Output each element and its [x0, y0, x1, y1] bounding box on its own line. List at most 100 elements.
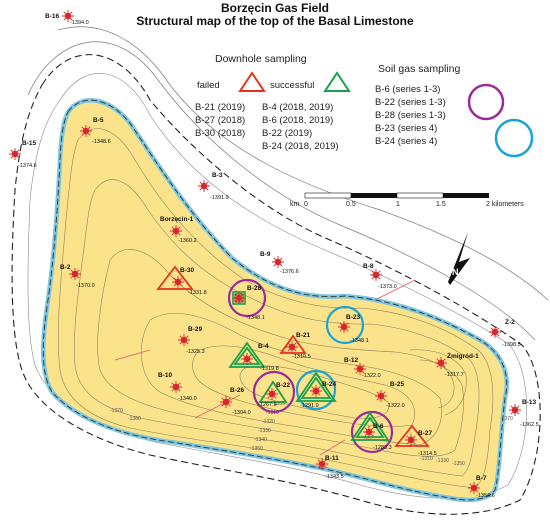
svg-text:B-9: B-9 — [260, 251, 271, 258]
svg-text:-1354.6: -1354.6 — [476, 493, 495, 499]
well-B-26[interactable]: B-26-1304.0 — [219, 387, 251, 416]
legend-successful-label: successful — [270, 80, 314, 91]
well-B-2[interactable]: B-2 -1370.0 — [60, 264, 95, 289]
well-B-22[interactable]: B-22 -1267.9 — [258, 382, 290, 408]
svg-text:N: N — [452, 267, 459, 277]
well-B-27[interactable]: B-27-1314.5 — [404, 430, 437, 457]
well-Borzecin-1[interactable]: Borzęcin-1-1360.2 — [160, 216, 197, 244]
svg-text:1: 1 — [396, 201, 400, 208]
well-Z-2[interactable]: Ż-2-1398.5 — [488, 318, 521, 348]
svg-text:B-10: B-10 — [158, 372, 172, 379]
svg-text:-1370.0: -1370.0 — [76, 283, 95, 289]
svg-text:-1350: -1350 — [250, 446, 263, 452]
failed-triangle-icon — [238, 71, 266, 92]
sampling-markers — [156, 265, 430, 454]
svg-text:-1283.3: -1283.3 — [373, 445, 392, 451]
outer-contours — [11, 26, 549, 515]
map-title: Borzęcin Gas Field — [220, 1, 330, 15]
svg-text:-1391.9: -1391.9 — [210, 195, 229, 201]
svg-text:-1370: -1370 — [500, 416, 513, 422]
well-B-30[interactable]: B-30-1331.8 — [171, 267, 207, 296]
legend-soil-heading: Soil gas sampling — [378, 63, 460, 75]
gas-field-area[interactable]: -1300 -1310 -1320 -1330 -1340 -1350 -131… — [41, 97, 513, 503]
svg-text:B-16: B-16 — [45, 13, 59, 20]
svg-text:-1348.1: -1348.1 — [350, 338, 369, 344]
svg-text:B-23 (series 4): B-23 (series 4) — [375, 123, 437, 134]
well-B-13[interactable]: B-13-1362.5 — [508, 399, 539, 428]
soil-blue-circle-icon — [494, 118, 534, 158]
well-B-15[interactable]: B-15 -1374.6 — [8, 140, 37, 169]
svg-text:-1398.5: -1398.5 — [502, 342, 521, 348]
svg-text:B-22 (2019): B-22 (2019) — [262, 128, 312, 139]
legend-failed-label: failed — [197, 80, 220, 91]
svg-text:-1360: -1360 — [128, 416, 141, 422]
svg-text:-1310.5: -1310.5 — [292, 354, 311, 360]
svg-text:-1330: -1330 — [436, 458, 449, 464]
well-B-9[interactable]: B-9 -1376.6 — [260, 251, 299, 275]
svg-text:1.5: 1.5 — [436, 201, 446, 208]
svg-text:-1348.6: -1348.6 — [92, 139, 111, 145]
well-B-21[interactable]: B-21 -1310.5 — [285, 332, 311, 360]
well-B-4[interactable]: B-4 -1319.8 — [240, 343, 279, 372]
svg-text:-1350: -1350 — [452, 461, 465, 467]
well-B-11[interactable]: B-11-1343.5 — [315, 455, 344, 480]
svg-text:-1373.0: -1373.0 — [378, 284, 397, 290]
svg-text:-1320: -1320 — [262, 419, 275, 425]
svg-text:B-6 (series 1-3): B-6 (series 1-3) — [375, 84, 440, 95]
well-B-12[interactable]: B-12-1322.0 — [344, 357, 381, 379]
svg-text:B-30 (2018): B-30 (2018) — [195, 128, 245, 139]
svg-text:Borzęcin-1: Borzęcin-1 — [160, 216, 194, 223]
well-B-28[interactable]: B-28-1348.1 — [232, 285, 265, 321]
well-B-3[interactable]: B-3 -1391.9 — [197, 172, 229, 201]
svg-text:B-3: B-3 — [212, 172, 223, 179]
svg-text:B-21 (2019): B-21 (2019) — [195, 102, 245, 113]
well-B-8[interactable]: B-8-1373.0 — [363, 263, 397, 290]
svg-text:B-2: B-2 — [60, 264, 71, 271]
well-B-23[interactable]: B-23 -1348.1 — [337, 314, 369, 344]
svg-text:-1322.0: -1322.0 — [386, 403, 405, 409]
svg-text:-1267.9: -1267.9 — [258, 402, 277, 408]
svg-text:B-4 (2018, 2019): B-4 (2018, 2019) — [262, 102, 333, 113]
well-B-5[interactable]: B-5 -1348.6 — [79, 117, 111, 145]
legend: Downhole sampling failed successful B-21… — [195, 53, 534, 158]
svg-text:B-23: B-23 — [346, 314, 360, 321]
svg-text:-1340: -1340 — [254, 437, 267, 443]
svg-text:B-5: B-5 — [93, 117, 104, 124]
svg-text:B-6 (2018, 2019): B-6 (2018, 2019) — [262, 115, 333, 126]
svg-text:-1319.8: -1319.8 — [260, 366, 279, 372]
svg-text:0.5: 0.5 — [346, 201, 356, 208]
svg-text:B-24: B-24 — [322, 381, 336, 388]
north-arrow: N — [448, 232, 470, 285]
svg-text:-1291.9: -1291.9 — [300, 403, 319, 409]
well-B-24[interactable]: B-24 -1291.9 — [300, 381, 336, 409]
well-Zmigrod-1[interactable]: Żmigród-1-1317.7 — [434, 352, 479, 378]
svg-text:B-29: B-29 — [188, 326, 202, 333]
svg-text:B-28: B-28 — [247, 285, 261, 292]
wells[interactable]: B-16-1394.0 B-5 -1348.6 B-15 -1374.6 B-3 -1… — [8, 9, 539, 499]
svg-text:-1331.8: -1331.8 — [188, 290, 207, 296]
svg-text:2 kilometers: 2 kilometers — [486, 201, 524, 208]
well-B-29[interactable]: B-29-1325.3 — [177, 326, 205, 355]
well-B-16[interactable]: B-16-1394.0 — [45, 9, 89, 26]
well-B-25[interactable]: B-25 -1322.0 — [374, 381, 405, 409]
svg-text:B-22: B-22 — [276, 382, 290, 389]
well-B-6[interactable]: B-6 -1283.3 — [362, 423, 392, 451]
scale-bar: km 0 0.5 1 1.5 2 kilometers — [290, 192, 524, 208]
svg-text:B-27 (2018): B-27 (2018) — [195, 115, 245, 126]
svg-text:B-21: B-21 — [296, 332, 310, 339]
svg-text:-1322.0: -1322.0 — [362, 373, 381, 379]
svg-text:B-4: B-4 — [258, 343, 269, 350]
svg-text:B-24 (2018, 2019): B-24 (2018, 2019) — [262, 141, 339, 152]
svg-text:B-6: B-6 — [373, 423, 384, 430]
svg-text:B-28 (series 1-3): B-28 (series 1-3) — [375, 110, 446, 121]
svg-text:-1374.6: -1374.6 — [18, 163, 37, 169]
well-B-10[interactable]: B-10-1340.0 — [158, 372, 197, 402]
svg-text:B-25: B-25 — [390, 381, 404, 388]
svg-text:Żmigród-1: Żmigród-1 — [447, 352, 479, 360]
svg-text:-1376.6: -1376.6 — [280, 269, 299, 275]
svg-text:km: km — [290, 201, 300, 208]
svg-text:B-15: B-15 — [22, 140, 36, 147]
svg-text:B-7: B-7 — [476, 475, 487, 482]
well-B-7[interactable]: B-7 -1354.6 — [467, 475, 495, 499]
